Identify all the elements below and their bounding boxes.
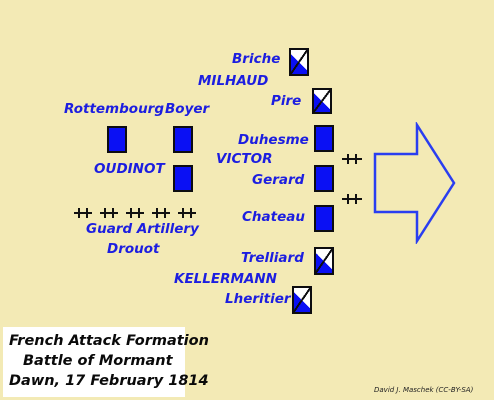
infantry-unit-duhesme: [314, 125, 334, 152]
cannon-icon: [74, 208, 92, 218]
cannon-icon: [126, 208, 144, 218]
infantry-unit-gerard: [314, 165, 334, 192]
cavalry-unit-lheritier: [292, 286, 312, 314]
credit-text: David J. Maschek (CC-BY-SA): [374, 386, 474, 394]
infantry-unit-chateau: [314, 205, 334, 232]
label-duhesme: Duhesme: [238, 132, 309, 148]
label-chateau: Chateau: [242, 209, 305, 225]
label-lheritier: Lheritier: [225, 291, 291, 307]
label-oudinot: OUDINOT: [94, 161, 165, 177]
label-gerard: Gerard: [252, 172, 305, 188]
cannon-icon-victor-lower: [342, 194, 362, 204]
cavalry-unit-pire: [312, 88, 332, 114]
caption-box: French Attack Formation Battle of Morman…: [3, 327, 209, 397]
label-trelliard: Trelliard: [241, 250, 304, 266]
caption-line-2: Battle of Mormant: [23, 353, 173, 369]
label-rottembourg: Rottembourg: [64, 101, 164, 117]
label-briche: Briche: [232, 51, 281, 67]
cannon-icon: [100, 208, 118, 218]
cavalry-unit-trelliard: [314, 247, 334, 275]
cannon-icon: [178, 208, 196, 218]
label-drouot: Drouot: [107, 241, 160, 257]
infantry-unit-boyer: [173, 126, 193, 153]
infantry-unit-rottembourg: [107, 126, 127, 153]
label-guard-artillery: Guard Artillery: [86, 221, 199, 237]
cavalry-unit-briche: [289, 48, 309, 76]
label-boyer: Boyer: [165, 101, 210, 117]
guard-artillery-icons: [74, 208, 196, 218]
advance-arrow-icon: [373, 122, 456, 244]
label-victor: VICTOR: [216, 151, 273, 167]
cannon-icon-victor-upper: [342, 154, 362, 164]
label-milhaud: MILHAUD: [198, 73, 269, 89]
caption-line-1: French Attack Formation: [9, 333, 209, 349]
label-pire: Pire: [271, 93, 302, 109]
caption-line-3: Dawn, 17 February 1814: [9, 373, 209, 389]
label-kellermann: KELLERMANN: [174, 271, 277, 287]
infantry-unit-oudinot: [173, 165, 193, 192]
cannon-icon: [152, 208, 170, 218]
